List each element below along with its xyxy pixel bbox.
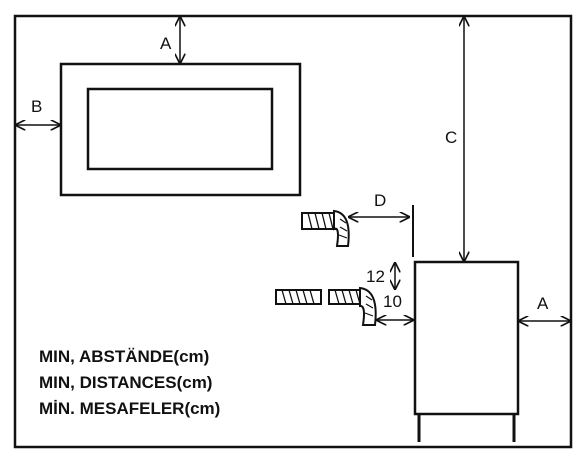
note-line-german: MIN, ABSTÄNDE(cm) xyxy=(39,347,209,366)
upper-pipe-elbow xyxy=(301,209,350,247)
dimension-12-label: 12 xyxy=(366,267,385,286)
room-outline xyxy=(13,14,573,449)
note-line-english: MIN, DISTANCES(cm) xyxy=(39,373,212,392)
window-outer-frame xyxy=(59,62,302,197)
lower-pipe xyxy=(275,286,377,326)
dimension-d-label: D xyxy=(374,191,386,210)
min-distance-notes: MIN, ABSTÄNDE(cm) MIN, DISTANCES(cm) MİN… xyxy=(39,347,220,418)
note-line-turkish: MİN. MESAFELER(cm) xyxy=(39,399,220,418)
stove-body xyxy=(413,260,520,416)
dimension-b-label: B xyxy=(31,97,42,116)
dimension-10-label: 10 xyxy=(383,292,402,311)
dimension-c-label: C xyxy=(445,128,457,147)
dimension-a-top-label: A xyxy=(160,34,172,53)
dimension-a-right-label: A xyxy=(537,294,549,313)
window-inner-frame xyxy=(86,87,274,171)
